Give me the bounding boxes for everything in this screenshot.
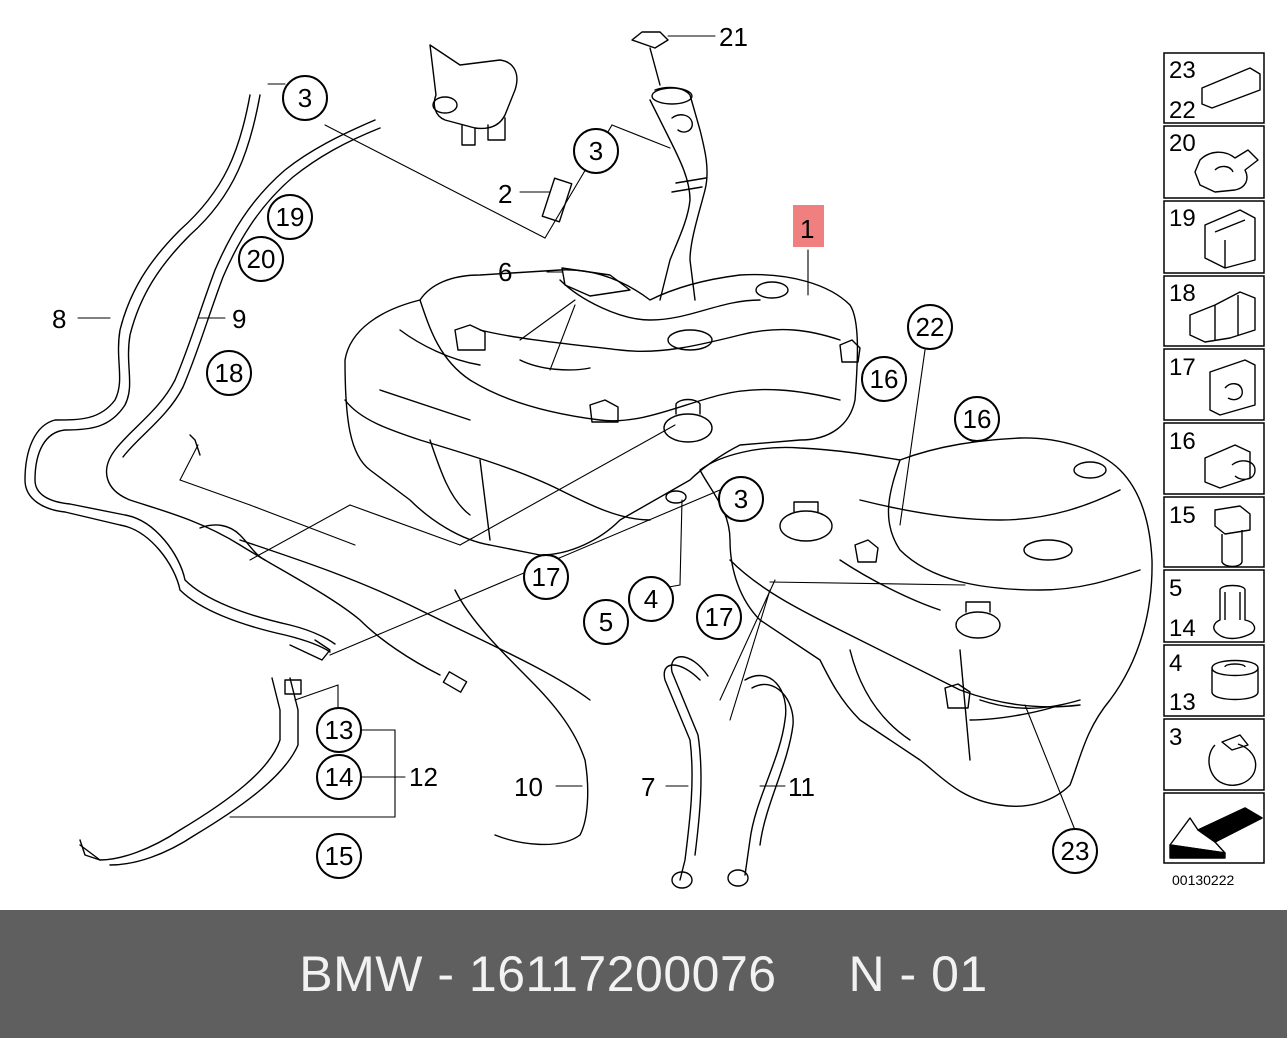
circled-callout-label: 19 — [276, 202, 305, 232]
side-panel-label: 13 — [1169, 689, 1196, 716]
side-panel-label: 19 — [1169, 205, 1196, 232]
cover-part-illustration — [561, 267, 631, 297]
callout-label: 21 — [719, 22, 748, 52]
side-panel-label: 22 — [1169, 97, 1196, 124]
grommet-icon — [1213, 584, 1256, 640]
circled-callout-label: 17 — [532, 562, 561, 592]
strap-end-illustration — [79, 839, 101, 861]
circled-callout-label: 20 — [247, 244, 276, 274]
filler-neck-illustration — [631, 31, 708, 301]
circled-callout-label: 3 — [298, 83, 312, 113]
hose-clamp-icon — [1208, 734, 1257, 786]
circled-callout-label: 23 — [1061, 836, 1090, 866]
side-panel-label: 16 — [1169, 428, 1196, 455]
circled-callout-label: 22 — [916, 312, 945, 342]
circled-callout-label: 3 — [734, 484, 748, 514]
callout-label: 1 — [800, 214, 814, 244]
fuel-lines-illustration — [663, 656, 794, 889]
circled-callout-label: 18 — [215, 358, 244, 388]
circled-callout-label: 15 — [325, 841, 354, 871]
side-panel-label: 18 — [1169, 280, 1196, 307]
clip-icon — [1194, 149, 1259, 193]
part-number-caption: BMW - 16117200076 N - 01 — [299, 946, 988, 1002]
callout-label: 9 — [232, 304, 246, 334]
circled-callout-label: 13 — [325, 715, 354, 745]
gasket-strip-icon — [1201, 67, 1261, 109]
holder-icon — [1204, 209, 1256, 269]
side-panel-label: 5 — [1169, 575, 1182, 602]
side-parts-panel: 23 22 20 19 18 17 16 15 5 14 4 13 3 — [1163, 52, 1265, 864]
highlight-box — [793, 205, 824, 247]
carbon-canister-illustration — [429, 44, 518, 146]
double-holder-icon — [1189, 291, 1256, 343]
circled-callout-label: 17 — [705, 602, 734, 632]
callout-label: 11 — [788, 772, 815, 802]
fuel-tank-illustration — [344, 269, 1153, 807]
callout-label: 10 — [514, 772, 543, 802]
callout-label: 2 — [498, 179, 512, 209]
side-panel-label: 14 — [1169, 615, 1196, 642]
side-panel-label: 17 — [1169, 354, 1196, 381]
callout-label: 12 — [409, 762, 438, 792]
side-panel-label: 3 — [1169, 724, 1182, 751]
side-panel-label: 15 — [1169, 502, 1196, 529]
circled-callout-label: 4 — [644, 584, 658, 614]
side-panel-label: 23 — [1169, 57, 1196, 84]
circled-callout-label: 16 — [963, 404, 992, 434]
plain-callouts: 21 2 6 8 9 12 10 7 11 1 — [52, 22, 815, 802]
side-panel-label: 20 — [1169, 130, 1196, 157]
rubber-mount-icon — [1204, 444, 1256, 489]
callout-label: 7 — [641, 772, 655, 802]
leader-lines — [77, 35, 1076, 831]
pad-icon — [1209, 359, 1256, 416]
circled-callouts — [206, 75, 1098, 879]
catalog-number: 00130222 — [1172, 872, 1235, 888]
callout-label: 8 — [52, 304, 66, 334]
circled-callout-label: 16 — [870, 364, 899, 394]
circled-callout-label: 14 — [325, 762, 354, 792]
side-panel-label: 4 — [1169, 650, 1182, 677]
callout-label: 6 — [498, 257, 512, 287]
vent-lines-illustration — [24, 94, 591, 866]
circled-callout-label: 3 — [589, 136, 603, 166]
bolt-icon — [1214, 505, 1251, 568]
parts-diagram: 21 2 6 8 9 12 10 7 11 1 3 3 19 20 18 22 — [24, 22, 1265, 889]
footer-bar: BMW - 16117200076 N - 01 — [0, 910, 1287, 1038]
circled-callout-label: 5 — [599, 607, 613, 637]
rubber-ring-icon — [1211, 659, 1259, 701]
